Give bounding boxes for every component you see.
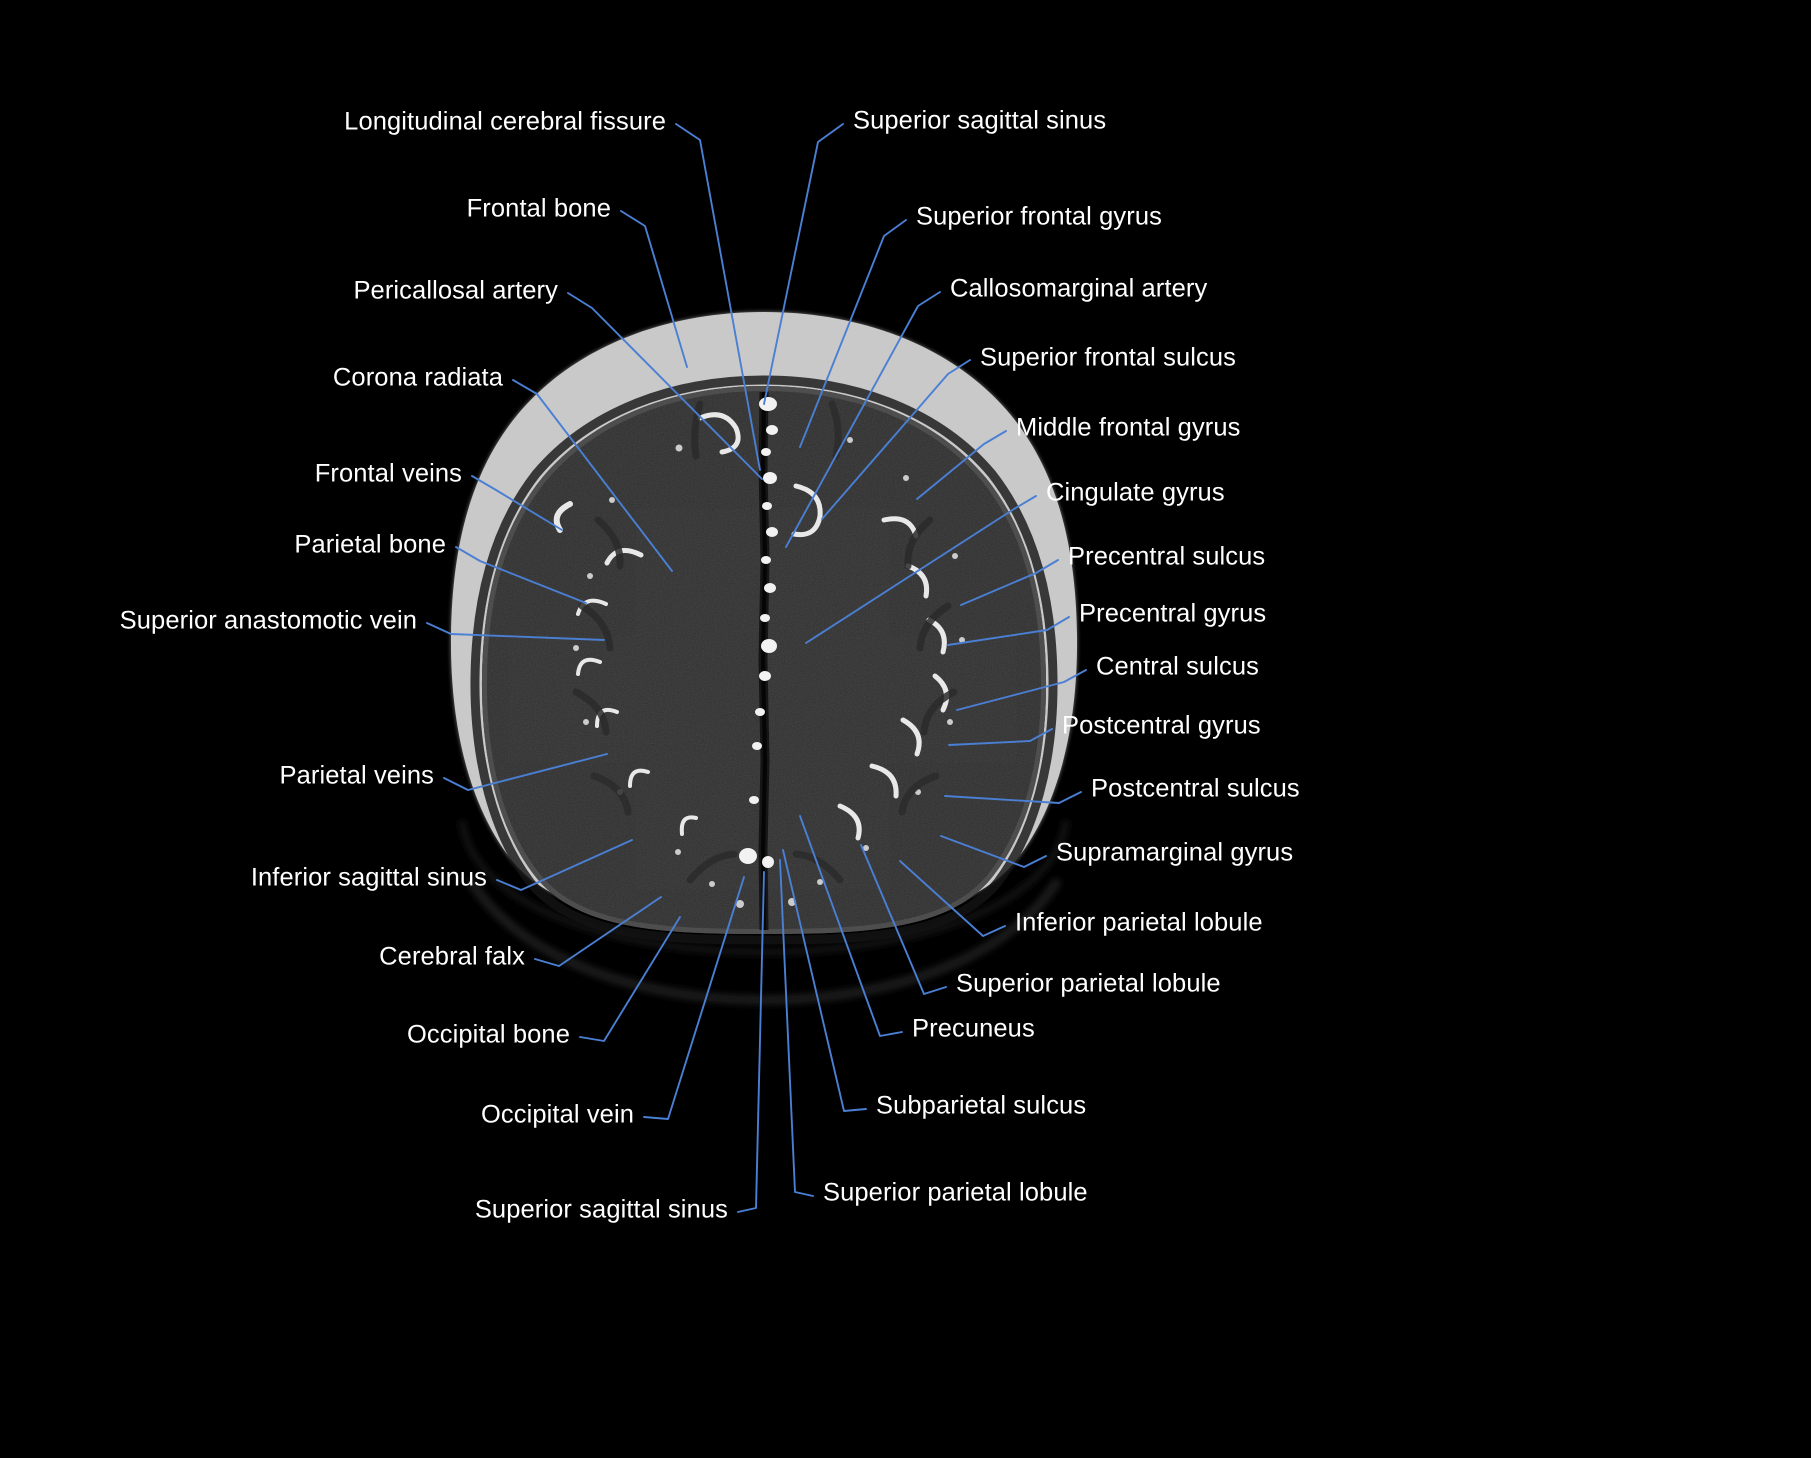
label-postcentral-sulcus: Postcentral sulcus: [1091, 774, 1300, 803]
label-inferior-sagittal-sinus: Inferior sagittal sinus: [250, 863, 487, 892]
label-frontal-veins: Frontal veins: [314, 459, 462, 488]
label-subparietal-sulcus: Subparietal sulcus: [876, 1091, 1087, 1120]
label-superior-anastomotic-vein: Superior anastomotic vein: [119, 606, 417, 635]
label-precuneus: Precuneus: [912, 1014, 1035, 1043]
label-superior-frontal-gyrus: Superior frontal gyrus: [916, 202, 1162, 231]
label-supramarginal-gyrus: Supramarginal gyrus: [1056, 838, 1294, 867]
label-precentral-gyrus: Precentral gyrus: [1079, 599, 1267, 628]
label-occipital-bone: Occipital bone: [407, 1020, 570, 1049]
label-pericallosal-artery: Pericallosal artery: [353, 276, 558, 305]
label-superior-parietal-lobule-right: Superior parietal lobule: [956, 969, 1221, 998]
label-parietal-bone: Parietal bone: [294, 530, 446, 559]
label-middle-frontal-gyrus: Middle frontal gyrus: [1016, 413, 1241, 442]
label-postcentral-gyrus: Postcentral gyrus: [1062, 711, 1261, 740]
label-cerebral-falx: Cerebral falx: [379, 942, 525, 971]
label-cingulate-gyrus: Cingulate gyrus: [1046, 478, 1225, 507]
label-occipital-vein: Occipital vein: [480, 1100, 634, 1129]
label-parietal-veins: Parietal veins: [279, 761, 434, 790]
label-longitudinal-cerebral-fissure: Longitudinal cerebral fissure: [344, 107, 666, 136]
label-superior-sagittal-sinus-bottom: Superior sagittal sinus: [474, 1195, 728, 1224]
label-superior-frontal-sulcus: Superior frontal sulcus: [980, 343, 1237, 372]
label-precentral-sulcus: Precentral sulcus: [1068, 542, 1266, 571]
label-superior-parietal-lobule-bottom: Superior parietal lobule: [823, 1178, 1088, 1207]
label-corona-radiata: Corona radiata: [332, 363, 503, 392]
label-superior-sagittal-sinus-top: Superior sagittal sinus: [853, 106, 1107, 135]
label-central-sulcus: Central sulcus: [1096, 652, 1259, 681]
label-inferior-parietal-lobule: Inferior parietal lobule: [1015, 908, 1263, 937]
label-frontal-bone: Frontal bone: [466, 194, 611, 223]
label-callosomarginal-artery: Callosomarginal artery: [950, 274, 1208, 303]
